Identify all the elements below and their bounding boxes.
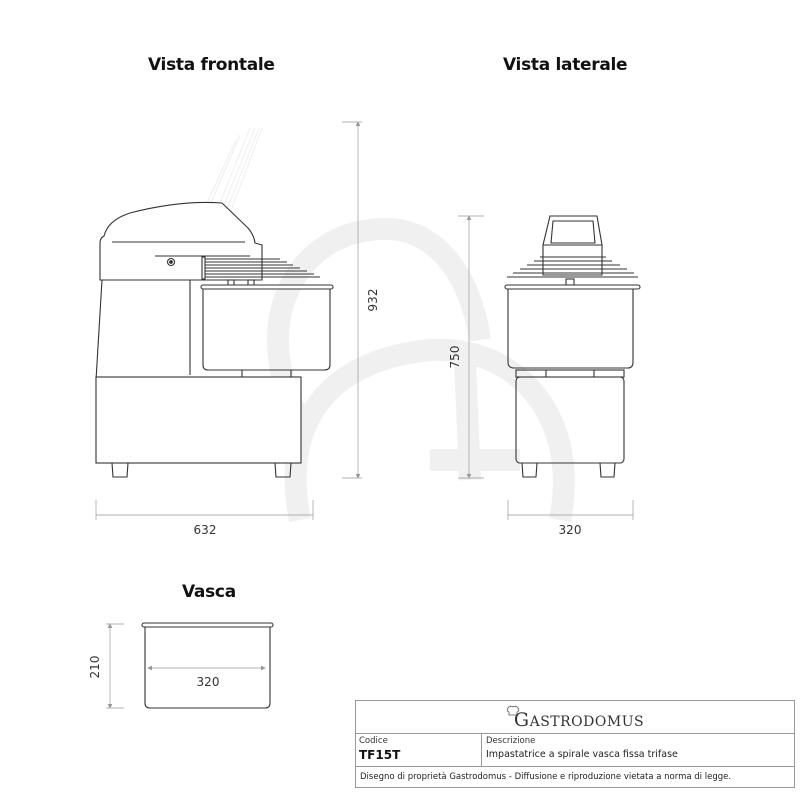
brand-logo: GASTRODOMUS — [356, 701, 794, 734]
chef-hat-icon — [506, 705, 520, 716]
watermark-logo-icon — [266, 217, 575, 523]
title-block: GASTRODOMUS Codice TF15T Descrizione Imp… — [355, 700, 795, 788]
bowl-height-dimension: 210 — [88, 656, 102, 679]
front-dimensions — [95, 121, 362, 520]
logo-initial: G — [513, 709, 530, 731]
side-height-dimension: 750 — [448, 346, 462, 369]
front-view-drawing — [95, 201, 334, 478]
front-width-dimension: 632 — [194, 523, 217, 537]
code-value: TF15T — [359, 748, 401, 762]
side-dimensions — [458, 215, 634, 520]
description-label: Descrizione — [486, 736, 536, 746]
bowl-view-drawing — [141, 622, 274, 709]
code-label: Codice — [359, 736, 388, 746]
bowl-width-dimension: 320 — [197, 675, 220, 689]
logo-rest: ASTRODOMUS — [529, 714, 645, 730]
bowl-dimensions — [106, 623, 266, 709]
bowl-view-title: Vasca — [182, 582, 236, 602]
side-view-title: Vista laterale — [503, 55, 628, 75]
side-width-dimension: 320 — [559, 523, 582, 537]
side-view-drawing — [504, 215, 641, 478]
footer-note: Disegno di proprietà Gastrodomus - Diffu… — [360, 772, 732, 782]
description-value: Impastatrice a spirale vasca fissa trifa… — [486, 749, 678, 760]
front-view-title: Vista frontale — [148, 55, 275, 75]
front-height-dimension: 932 — [366, 289, 380, 312]
